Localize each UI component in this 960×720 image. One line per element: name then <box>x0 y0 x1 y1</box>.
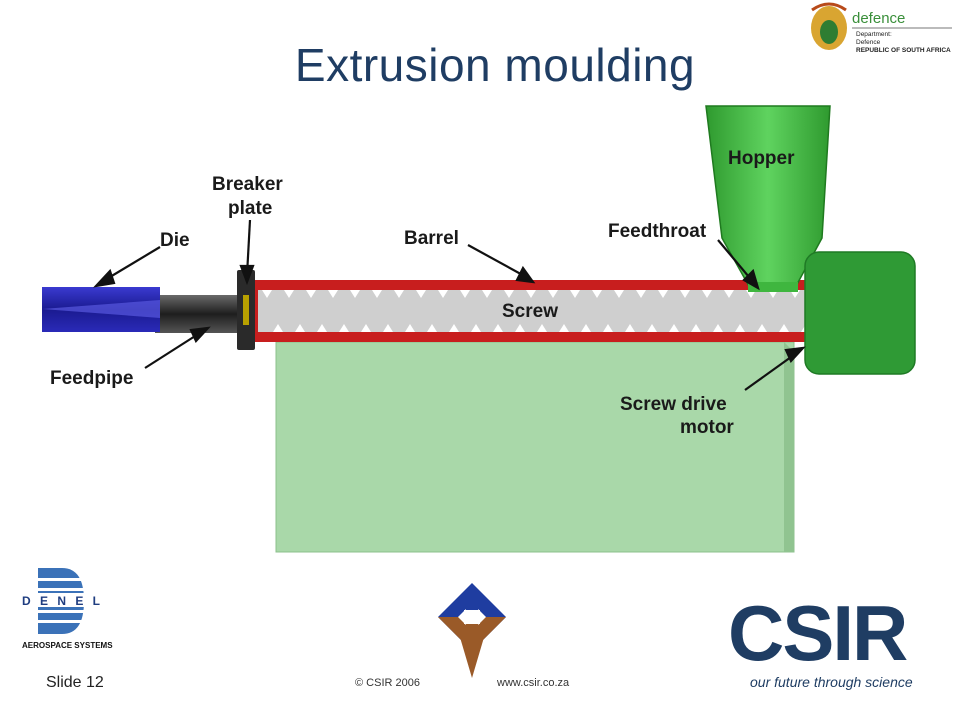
screw-flight-top <box>724 290 734 298</box>
die-channel <box>42 300 160 318</box>
denel-subtitle: AEROSPACE SYSTEMS <box>22 641 113 650</box>
hopper-label: Hopper <box>728 148 795 169</box>
screw-flight-bottom <box>647 324 657 332</box>
screw-flight-bottom <box>273 324 283 332</box>
die-arrowhead <box>92 268 116 288</box>
defence-logo: defence Department: Defence REPUBLIC OF … <box>811 2 952 54</box>
diamond-logo <box>438 583 506 678</box>
screw-flight-bottom <box>669 324 679 332</box>
feedthroat-label: Feedthroat <box>608 221 707 242</box>
motor-label-line1: Screw drive <box>620 394 727 415</box>
screw-flight-bottom <box>383 324 393 332</box>
screw-flight-bottom <box>603 324 613 332</box>
feedpipe-arrowhead <box>189 326 211 343</box>
barrel-arrow <box>467 244 529 279</box>
screw-flight-bottom <box>361 324 371 332</box>
machine-base <box>275 341 795 553</box>
screw-flight-bottom <box>779 324 789 332</box>
feedthroat-arrowhead <box>742 268 760 291</box>
screw-flight-bottom <box>515 324 525 332</box>
motor-arrowhead <box>784 346 806 363</box>
breaker-plate-label-line2: plate <box>228 198 272 219</box>
screw-flight-bottom <box>735 324 745 332</box>
screw-flight-top <box>658 290 668 298</box>
machine-base-side <box>784 342 794 552</box>
screw-flight-top <box>504 290 514 298</box>
screw-flight-bottom <box>449 324 459 332</box>
screw-flight-top <box>438 290 448 298</box>
screw-flight-bottom <box>317 324 327 332</box>
screw-label: Screw <box>502 301 558 322</box>
screw-flight-top <box>416 290 426 298</box>
screw-flight-bottom <box>757 324 767 332</box>
slide-number: Slide 12 <box>46 674 104 691</box>
die-label: Die <box>160 230 190 251</box>
screw-flight-bottom <box>427 324 437 332</box>
screw-flight-top <box>460 290 470 298</box>
denel-letters: D E N E L <box>22 594 103 608</box>
screw-flight-top <box>482 290 492 298</box>
screw-flight-top <box>350 290 360 298</box>
breaker-plate-label-line1: Breaker <box>212 174 283 195</box>
screw-flight-bottom <box>405 324 415 332</box>
feedpipe <box>155 295 240 333</box>
screw-flight-top <box>328 290 338 298</box>
website-link[interactable]: www.csir.co.za <box>497 677 570 689</box>
motor-label-line2: motor <box>680 417 734 438</box>
feedpipe-label: Feedpipe <box>50 368 133 389</box>
screw-flight-bottom <box>339 324 349 332</box>
screw-drive-motor <box>804 251 916 375</box>
screw-flight-bottom <box>625 324 635 332</box>
slide-title: Extrusion moulding <box>294 39 696 91</box>
screw-flight-top <box>592 290 602 298</box>
screw-flight-top <box>548 290 558 298</box>
barrel-arrowhead <box>515 265 536 284</box>
screw-flight-bottom <box>493 324 503 332</box>
denel-logo: D E N E L AEROSPACE SYSTEMS <box>20 568 113 650</box>
copyright-text: © CSIR 2006 <box>355 677 420 689</box>
screw-flight-top <box>526 290 536 298</box>
screw-flight-bottom <box>691 324 701 332</box>
screw-flight-top <box>570 290 580 298</box>
breaker-arrowhead <box>239 264 255 286</box>
defence-line1: Department: <box>856 31 892 38</box>
breaker-plate-mesh <box>243 295 249 325</box>
screw-flight-top <box>262 290 272 298</box>
screw-flight-bottom <box>471 324 481 332</box>
csir-logo-word: CSIR <box>728 589 907 677</box>
screw-flight-top <box>636 290 646 298</box>
feedthroat <box>748 282 798 292</box>
screw-flight-top <box>702 290 712 298</box>
defence-line3: REPUBLIC OF SOUTH AFRICA <box>856 47 951 54</box>
csir-tagline: our future through science <box>750 674 913 690</box>
defence-word: defence <box>852 10 905 27</box>
screw-flight-top <box>680 290 690 298</box>
defence-line2: Defence <box>856 39 881 46</box>
screw-flight-top <box>306 290 316 298</box>
screw-flight-bottom <box>559 324 569 332</box>
screw-flight-top <box>284 290 294 298</box>
screw-flight-bottom <box>537 324 547 332</box>
screw-flights <box>262 290 811 332</box>
screw-flight-top <box>614 290 624 298</box>
barrel-label: Barrel <box>404 228 459 249</box>
screw-flight-bottom <box>581 324 591 332</box>
screw-flight-bottom <box>295 324 305 332</box>
screw-flight-bottom <box>713 324 723 332</box>
screw-flight-top <box>394 290 404 298</box>
screw-flight-top <box>372 290 382 298</box>
